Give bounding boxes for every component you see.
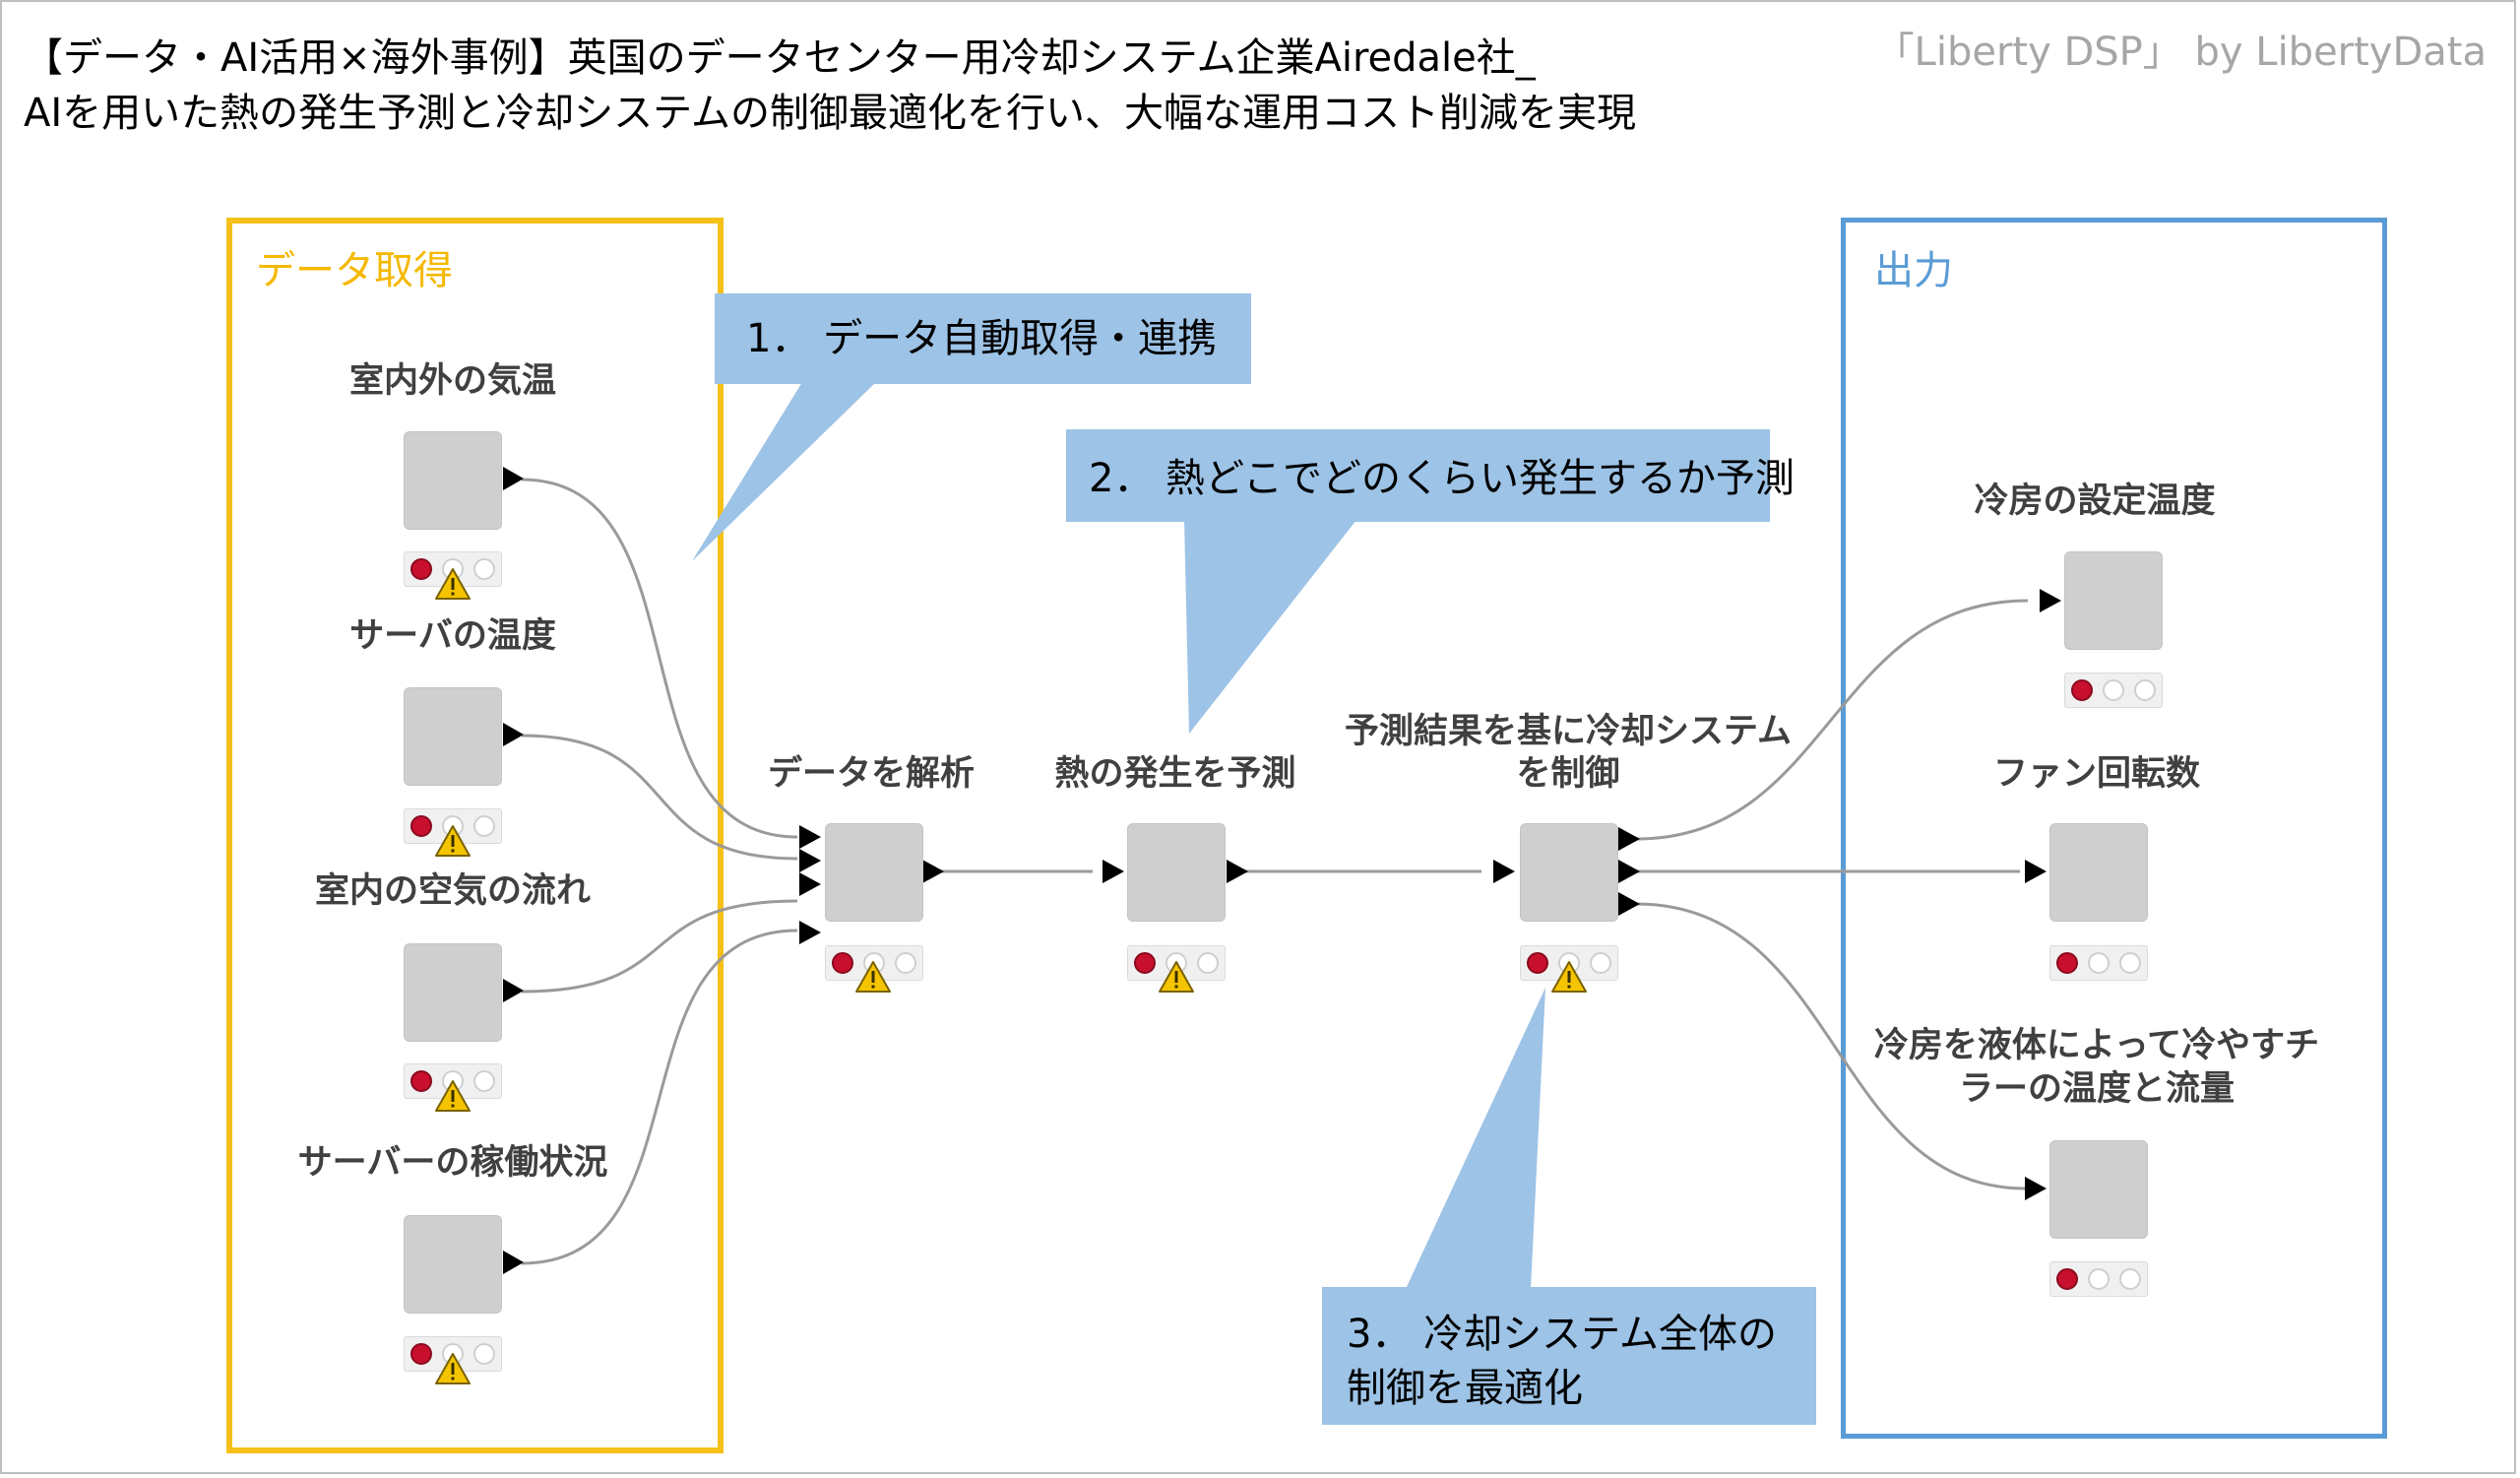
node-title-control-line1: 予測結果を基に冷却システム xyxy=(1345,712,1792,751)
callout-step2: 2． 熱どこでどのくらい発生するか予測 xyxy=(1089,456,1795,501)
node-out2[interactable] xyxy=(2049,823,2148,922)
status-out2 xyxy=(2049,945,2148,981)
warning-icon xyxy=(434,1352,472,1385)
port-arrows xyxy=(503,467,2061,1274)
node-title-in3: 室内の空気の流れ xyxy=(314,871,592,911)
node-out3[interactable] xyxy=(2049,1140,2148,1239)
warning-icon xyxy=(434,567,472,601)
warning-icon xyxy=(854,960,892,994)
node-in1[interactable] xyxy=(404,431,502,530)
warning-icon xyxy=(1550,960,1588,994)
callout-step1: 1． データ自動取得・連携 xyxy=(746,316,1218,361)
node-in2[interactable] xyxy=(404,687,502,786)
node-title-in4: サーバーの稼働状況 xyxy=(297,1143,608,1183)
node-title-out2: ファン回転数 xyxy=(1992,754,2201,794)
node-title-analyze: データを解析 xyxy=(767,754,976,794)
node-title-control-line2: を制御 xyxy=(1516,754,1620,794)
callout-step3-line2: 制御を最適化 xyxy=(1347,1366,1583,1411)
data-acquisition-label: データ取得 xyxy=(256,248,453,293)
status-out1 xyxy=(2064,673,2163,708)
node-predict[interactable] xyxy=(1127,823,1226,922)
connections xyxy=(521,478,2029,1265)
node-title-in2: サーバの温度 xyxy=(349,616,556,656)
callout-step3-shape xyxy=(1322,988,1816,1425)
node-title-in1: 室内外の気温 xyxy=(348,361,557,401)
output-group xyxy=(1841,218,2387,1439)
warning-icon xyxy=(434,824,472,858)
node-out1[interactable] xyxy=(2064,551,2163,650)
brand-label: 「Liberty DSP」 by LibertyData xyxy=(1874,30,2487,75)
warning-icon xyxy=(434,1079,472,1113)
callout-step1-shape xyxy=(692,293,1251,561)
callout-step2-shape xyxy=(1066,429,1770,734)
node-in3[interactable] xyxy=(404,943,502,1042)
data-acquisition-group xyxy=(226,218,724,1453)
node-title-predict: 熱の発生を予測 xyxy=(1054,754,1296,794)
warning-icon xyxy=(1158,960,1195,994)
output-label: 出力 xyxy=(1874,248,1953,293)
title-line-1: 【データ・AI活用×海外事例】英国のデータセンター用冷却システム企業Aireda… xyxy=(24,35,1536,81)
node-in4[interactable] xyxy=(404,1215,502,1314)
node-title-out3-line2: ラーの温度と流量 xyxy=(1958,1069,2236,1109)
node-control[interactable] xyxy=(1520,823,1618,922)
node-analyze[interactable] xyxy=(825,823,923,922)
callout-step3-line1: 3． 冷却システム全体の xyxy=(1347,1312,1777,1357)
status-out3 xyxy=(2049,1261,2148,1297)
title-line-2: AIを用いた熱の発生予測と冷却システムの制御最適化を行い、大幅な運用コスト削減を… xyxy=(24,91,1636,136)
node-title-out3-line1: 冷房を液体によって冷やすチ xyxy=(1873,1026,2320,1065)
node-title-out1: 冷房の設定温度 xyxy=(1974,482,2216,521)
